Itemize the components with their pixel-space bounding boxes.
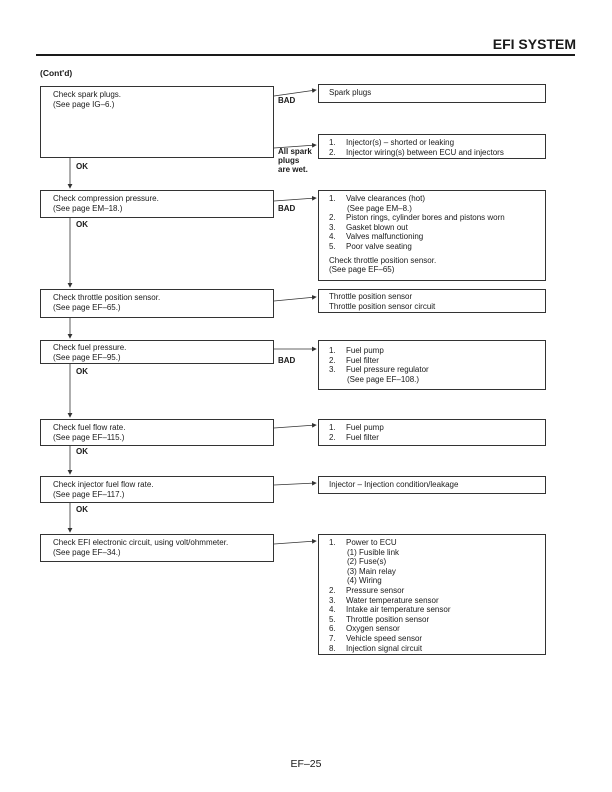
page-title: EFI SYSTEM (492, 36, 576, 52)
step-text: Check spark plugs. (53, 90, 122, 99)
step-check-spark-plugs: Check spark plugs. (See page IG–6.) (40, 86, 274, 158)
ok-label-3: OK (76, 367, 88, 376)
continued-label: (Cont'd) (40, 68, 73, 78)
result-item: 2.Injector wiring(s) between ECU and inj… (329, 147, 504, 157)
result-text: Throttle position sensor (329, 292, 413, 301)
arrow-wet-injectors (273, 142, 317, 149)
result-item: 1.Valve clearances (hot) (329, 194, 425, 203)
result-subref: (See page EF–108.) (347, 374, 420, 384)
arrow-efi-circuit (273, 538, 317, 545)
arrow-throttle (273, 294, 317, 302)
result-injector-flow: Injector – Injection condition/leakage (318, 476, 546, 494)
arrow-injector-flow (273, 480, 317, 486)
result-item: 1.Fuel pump (329, 346, 384, 355)
result-item: 1.Power to ECU (329, 538, 397, 547)
header-rule (36, 54, 575, 56)
step-text: Check fuel flow rate. (53, 423, 126, 432)
result-item: 3.Fuel pressure regulator (329, 365, 429, 375)
bad-label-1: BAD (278, 96, 296, 105)
result-subref: (See page EM–8.) (347, 203, 412, 213)
ok-label-1: OK (76, 162, 88, 171)
all-spark-plugs-wet-label: All spark plugs are wet. (278, 147, 312, 174)
step-ref: (See page EM–18.) (53, 203, 123, 213)
result-note: Check throttle position sensor. (329, 255, 437, 265)
arrow-bad-spark (273, 88, 317, 97)
result-item: 2.Fuel filter (329, 355, 379, 365)
bad-label-3: BAD (278, 356, 296, 365)
result-item: 5.Poor valve seating (329, 241, 412, 251)
arrow-bad-compression (273, 195, 317, 202)
step-ref: (See page EF–95.) (53, 352, 121, 362)
result-note-ref: (See page EF–65) (329, 265, 395, 275)
result-item: 5.Throttle position sensor (329, 614, 430, 624)
ok-label-2: OK (76, 220, 88, 229)
result-item: 1.Fuel pump (329, 423, 384, 432)
result-text: Spark plugs (329, 88, 372, 97)
result-fuel-flow: 1.Fuel pump 2.Fuel filter (318, 419, 546, 446)
step-ref: (See page EF–65.) (53, 302, 121, 312)
step-ref: (See page EF–117.) (53, 489, 125, 499)
result-compression: 1.Valve clearances (hot) (See page EM–8.… (318, 190, 546, 281)
wet-label-line: All spark (278, 147, 312, 156)
result-item: 4.Intake air temperature sensor (329, 605, 451, 615)
step-ref: (See page EF–34.) (53, 547, 121, 557)
result-item: 2.Fuel filter (329, 432, 379, 442)
result-throttle: Throttle position sensor Throttle positi… (318, 289, 546, 313)
result-item: 8.Injection signal circuit (329, 643, 423, 653)
result-fuel-pressure: 1.Fuel pump 2.Fuel filter 3.Fuel pressur… (318, 340, 546, 390)
result-item: 7.Vehicle speed sensor (329, 633, 423, 643)
result-text: Throttle position sensor circuit (329, 301, 436, 311)
arrow-fuel-flow (273, 422, 317, 429)
step-check-compression: Check compression pressure. (See page EM… (40, 190, 274, 218)
result-subitem: (4) Wiring (347, 576, 382, 586)
result-subitem: (3) Main relay (347, 566, 396, 576)
result-item: 4.Valves malfunctioning (329, 232, 424, 242)
step-check-throttle: Check throttle position sensor. (See pag… (40, 289, 274, 318)
step-text: Check injector fuel flow rate. (53, 480, 154, 489)
wet-label-line: plugs (278, 156, 300, 165)
bad-label-2: BAD (278, 204, 296, 213)
step-check-fuel-flow: Check fuel flow rate. (See page EF–115.) (40, 419, 274, 446)
step-text: Check EFI electronic circuit, using volt… (53, 538, 229, 547)
ok-label-5: OK (76, 505, 88, 514)
result-item: 3.Gasket blown out (329, 222, 408, 232)
result-item: 3.Water temperature sensor (329, 595, 439, 605)
step-check-injector-flow: Check injector fuel flow rate. (See page… (40, 476, 274, 503)
step-check-fuel-pressure: Check fuel pressure. (See page EF–95.) (40, 340, 274, 364)
result-item: 6.Oxygen sensor (329, 624, 400, 634)
result-item: 2.Pressure sensor (329, 585, 405, 595)
step-text: Check throttle position sensor. (53, 293, 161, 302)
result-subitem: (1) Fusible link (347, 547, 400, 557)
result-item: 2.Piston rings, cylinder bores and pisto… (329, 213, 505, 223)
result-text: Injector – Injection condition/leakage (329, 480, 459, 489)
ok-label-4: OK (76, 447, 88, 456)
step-text: Check compression pressure. (53, 194, 159, 203)
wet-label-line: are wet. (278, 165, 308, 174)
step-check-efi-circuit: Check EFI electronic circuit, using volt… (40, 534, 274, 562)
step-ref: (See page IG–6.) (53, 99, 115, 109)
result-efi-circuit: 1.Power to ECU (1) Fusible link (2) Fuse… (318, 534, 546, 655)
page-number: EF–25 (290, 758, 322, 770)
result-spark-plugs: Spark plugs (318, 84, 546, 103)
result-item: 1.Injector(s) – shorted or leaking (329, 138, 455, 147)
step-text: Check fuel pressure. (53, 343, 127, 352)
result-subitem: (2) Fuse(s) (347, 557, 387, 567)
result-injectors: 1.Injector(s) – shorted or leaking 2.Inj… (318, 134, 546, 159)
step-ref: (See page EF–115.) (53, 432, 125, 442)
